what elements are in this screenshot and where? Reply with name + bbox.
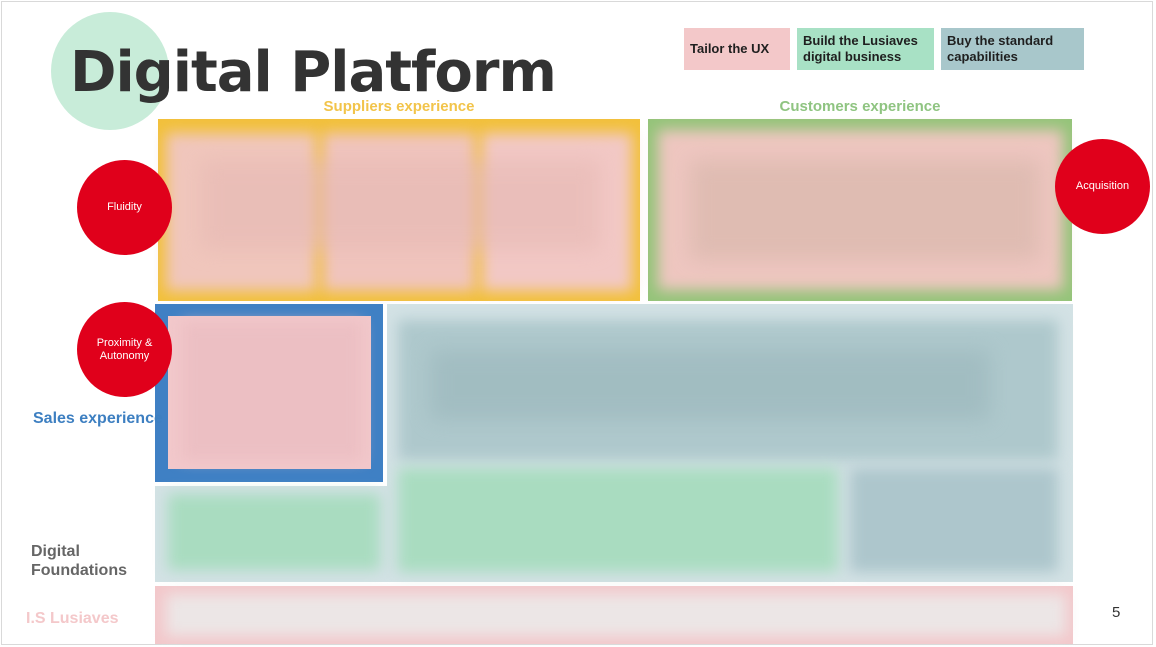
legend-buy-capabilities: Buy the standard capabilities <box>941 28 1084 70</box>
foundations-blurred-card <box>168 494 380 570</box>
suppliers-blurred-detail <box>200 160 600 250</box>
is-blurred-strip <box>166 594 1066 636</box>
is-lusiaves-label: I.S Lusiaves <box>26 610 119 627</box>
page-number: 5 <box>1112 604 1121 621</box>
fluidity-callout: Fluidity <box>77 160 172 255</box>
sales-frame-gap-bottom <box>155 482 387 486</box>
core-blurred-bottom-blue <box>850 468 1058 572</box>
proximity-autonomy-callout: Proximity & Autonomy <box>77 302 172 397</box>
core-blurred-bottom-green <box>398 468 838 572</box>
digital-foundations-label: Digital Foundations <box>31 543 127 579</box>
suppliers-experience-label: Suppliers experience <box>323 98 475 115</box>
title-decor-circle <box>51 12 169 130</box>
core-blurred-detail <box>430 350 990 420</box>
legend-tailor-ux: Tailor the UX <box>684 28 790 70</box>
customers-experience-label: Customers experience <box>779 98 941 115</box>
sales-experience-label: Sales experience <box>33 410 163 427</box>
sales-blurred-card <box>182 322 362 460</box>
page-title: Digital Platform <box>70 40 557 105</box>
legend-build-business: Build the Lusiaves digital business <box>797 28 934 70</box>
sales-frame-gap <box>383 304 387 486</box>
customers-blurred-detail <box>690 160 1040 260</box>
acquisition-callout: Acquisition <box>1055 139 1150 234</box>
